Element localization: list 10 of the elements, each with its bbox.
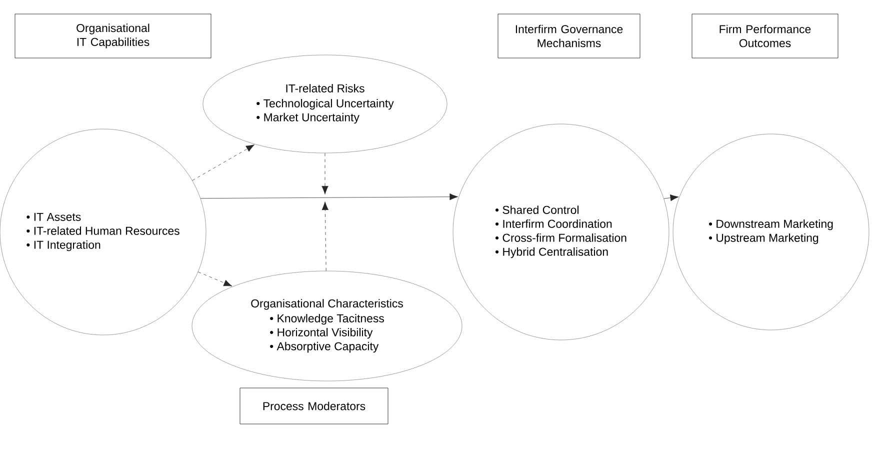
arrow [192,144,255,181]
label-box: Process Moderators [240,388,388,424]
label-box: Interfirm Governance Mechanisms [498,14,640,58]
arrow [322,202,328,271]
arrow [322,153,328,194]
arrow [198,272,232,286]
label-box: Firm Performance Outcomes [692,14,838,58]
arrow [664,194,679,202]
arrow [200,193,458,200]
label-box: Organisational IT Capabilities [14,14,212,58]
